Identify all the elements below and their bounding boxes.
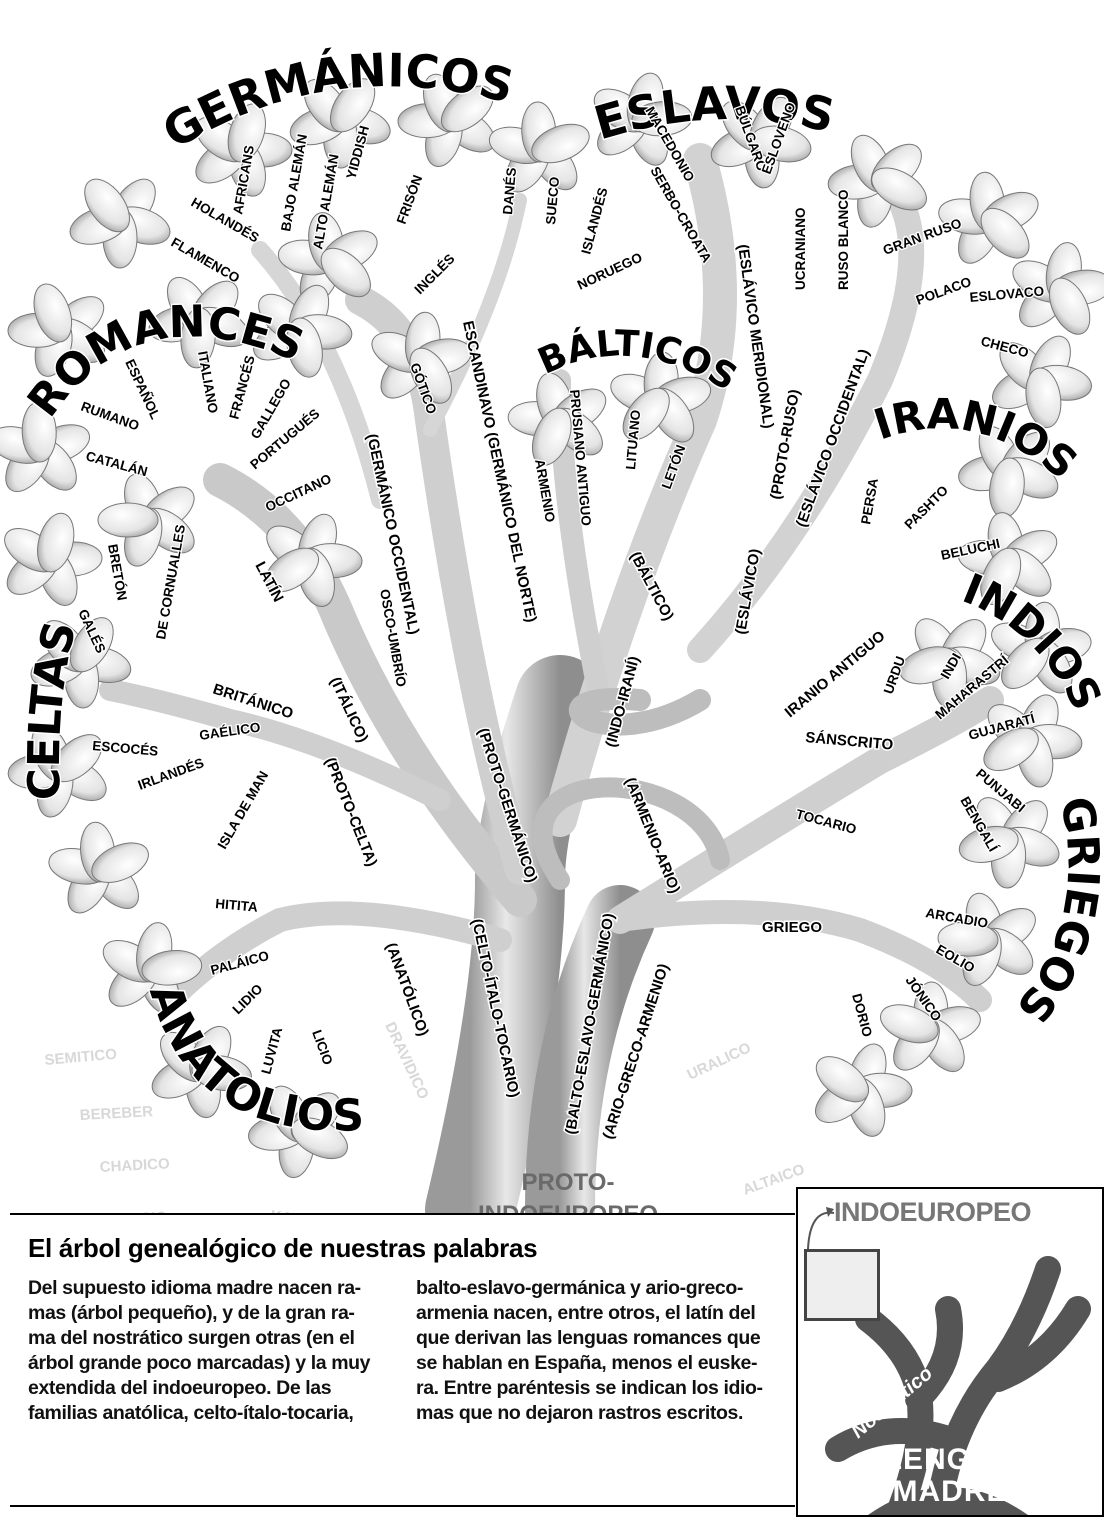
lang-ingles: INGLÉS [412, 251, 458, 297]
inset-thumbnail [804, 1249, 880, 1321]
lang-rumano: RUMANO [79, 399, 141, 434]
tree-trunk [110, 160, 990, 1210]
caption-box: El árbol genealógico de nuestras palabra… [10, 1213, 795, 1507]
lang-holandes: HOLANDÉS [189, 195, 262, 246]
anc-iranio-antiguo: IRANIO ANTIGUO [782, 627, 889, 721]
anc-sanscrito: SÁNSCRITO [805, 729, 895, 754]
lang-frances: FRANCÉS [226, 354, 257, 421]
inset-madre: MADRE [798, 1475, 1102, 1509]
lang-ruso-blanco: RUSO BLANCO [836, 190, 851, 291]
lang-dorio: DORIO [849, 992, 875, 1039]
lang-ucraniano: UCRANIANO [793, 208, 808, 291]
lang-isla-de-man: ISLA DE MAN [215, 768, 272, 851]
anc-griego: GRIEGO [762, 919, 822, 936]
lang-licio: LICIO [309, 1028, 335, 1067]
lang-escoces: ESCOCÉS [92, 738, 159, 759]
lang-occitano: OCCITANO [263, 471, 334, 515]
faded-semitico: SEMITICO [44, 1046, 118, 1069]
caption-columns: Del supuesto idioma madre nacen ra- mas … [28, 1276, 795, 1426]
lang-persa: PERSA [858, 477, 881, 526]
anc-escandinavo: ESCANDINAVO (GERMÁNICO DEL NORTE) [459, 319, 540, 624]
leaf [98, 503, 158, 537]
lang-hitita: HITITA [215, 896, 259, 915]
lang-italiano: ITALIANO [195, 350, 221, 414]
faded-bereber: BEREBER [79, 1103, 153, 1124]
lang-espanol: ESPAÑOL [122, 357, 163, 422]
inset-mini-tree: Amerindio Nostrático INDOEUROPEO LENGUA … [796, 1187, 1104, 1517]
caption-col-1: Del supuesto idioma madre nacen ra- mas … [28, 1276, 388, 1426]
lang-catalan: CATALÁN [84, 448, 149, 479]
lang-lidio: LIDIO [230, 981, 266, 1017]
lang-frison: FRISÓN [394, 173, 426, 226]
lang-noruego: NORUEGO [575, 250, 645, 293]
root-label-line1: PROTO- [522, 1169, 615, 1196]
lang-islandes: ISLANDÉS [578, 186, 610, 256]
caption-col-2: balto-eslavo-germánica y ario-greco- arm… [416, 1276, 776, 1426]
lang-pashto: PASHTO [902, 483, 952, 533]
faded-chadico: CHADICO [99, 1155, 170, 1176]
caption-title: El árbol genealógico de nuestras palabra… [28, 1233, 795, 1264]
anc-eslavico-meridional: (ESLÁVICO MERIDIONAL) [734, 243, 777, 429]
lang-irlandes: IRLANDÉS [136, 755, 206, 793]
lang-polaco: POLACO [914, 274, 973, 308]
lang-tocario: TOCARIO [794, 806, 858, 837]
lang-luvita: LUVITA [258, 1026, 285, 1076]
inset-lengua: LENGUA [798, 1443, 1102, 1477]
inset-indoeuropeo: INDOEUROPEO [834, 1197, 1031, 1228]
lang-sueco: SUECO [543, 176, 562, 225]
faded-uralico: URALICO [685, 1039, 754, 1083]
